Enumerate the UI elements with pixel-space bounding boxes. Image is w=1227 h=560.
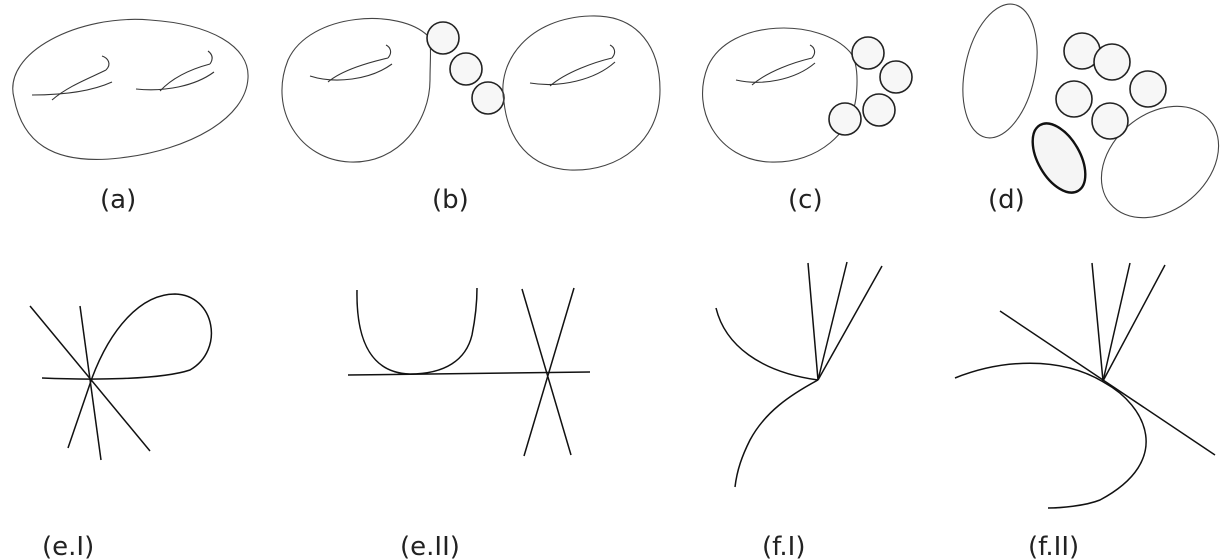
label-d: (d): [988, 185, 1025, 215]
bubble-c4: [828, 102, 862, 136]
line-f2-1: [1091, 262, 1104, 382]
cusp-curve-lower: [734, 379, 819, 488]
label-f2: (f.II): [1028, 532, 1079, 560]
line-e2-1: [521, 288, 572, 456]
line-f1-1: [807, 262, 819, 381]
panel-f1: (f.I): [715, 261, 883, 560]
bubble-b3: [471, 81, 505, 115]
torus-left: [281, 18, 432, 163]
torus-c: [702, 27, 858, 163]
bubble-d3: [1129, 70, 1167, 108]
handle-right: [135, 50, 215, 92]
panel-d: (d): [962, 3, 1220, 219]
bubble-c3: [862, 93, 896, 127]
label-e1: (e.I): [42, 532, 94, 560]
line-f2-2: [1102, 262, 1131, 382]
loop-curve: [41, 293, 213, 380]
sphere-upper-left: [962, 3, 1038, 139]
torus-right: [502, 15, 661, 171]
line-f1-2: [817, 261, 848, 381]
bubble-d-elongated: [1031, 122, 1087, 194]
torus-c-hole: [735, 44, 816, 86]
panel-a: (a): [12, 18, 249, 215]
panel-e2: (e.II): [347, 287, 591, 560]
label-e2: (e.II): [400, 532, 460, 560]
u-curve: [356, 287, 478, 375]
bubble-d4: [1055, 80, 1093, 118]
bubble-b2: [449, 52, 483, 86]
label-a: (a): [100, 185, 136, 215]
tangent-line-f2: [999, 310, 1216, 456]
torus-left-hole: [309, 44, 393, 83]
bubble-d5: [1091, 102, 1129, 140]
panel-e1: (e.I): [29, 293, 213, 560]
label-b: (b): [432, 185, 469, 215]
line-f2-3: [1102, 264, 1166, 382]
bubble-c2: [879, 60, 913, 94]
arc-curve: [954, 362, 1147, 509]
panel-f2: (f.II): [954, 262, 1216, 560]
label-c: (c): [788, 185, 823, 215]
line-e2-2: [523, 287, 575, 457]
panel-b: (b): [281, 15, 661, 215]
bubble-b1: [426, 21, 460, 55]
bubble-c1: [851, 36, 885, 70]
torus-right-hole: [529, 44, 616, 87]
label-f1: (f.I): [762, 532, 805, 560]
horizontal-line-e2: [347, 371, 591, 376]
line-f1-3: [817, 265, 883, 381]
genus-two-surface: [12, 18, 249, 160]
handle-left: [31, 55, 113, 101]
sphere-lower-right: [1100, 105, 1220, 219]
line-e1-3: [67, 377, 93, 449]
bubble-d2: [1093, 43, 1131, 81]
panel-c: (c): [702, 27, 913, 215]
cusp-curve-upper: [715, 307, 819, 381]
